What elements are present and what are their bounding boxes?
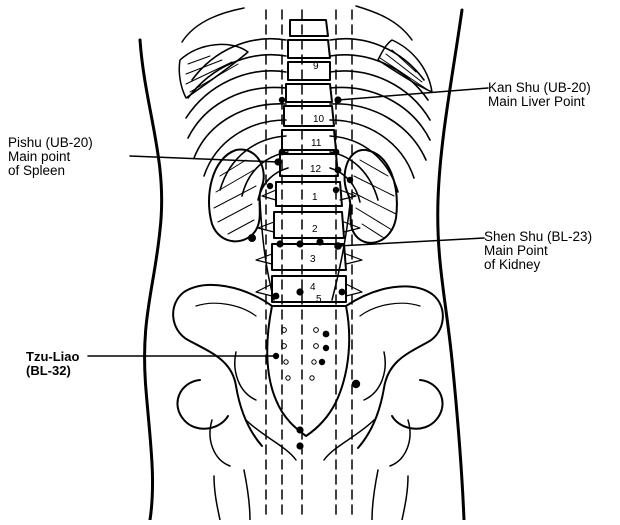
body-outline-left: [140, 40, 162, 520]
vertebra-number: 9: [313, 61, 319, 72]
kan-shu-desc: Main Liver Point: [488, 95, 591, 109]
tzu-liao-label: Tzu-Liao (BL-32): [26, 350, 79, 378]
vertebra-number: 4: [310, 282, 316, 293]
pishu-desc-2: of Spleen: [8, 164, 93, 178]
shen-shu-label: Shen Shu (BL-23) Main Point of Kidney: [484, 230, 592, 272]
pelvis-right: [346, 286, 443, 448]
body-outline-right: [438, 10, 464, 520]
vertebra-number: 2: [312, 224, 318, 235]
kan-shu-label: Kan Shu (UB-20) Main Liver Point: [488, 81, 591, 109]
vertebra-number: 1: [312, 192, 318, 203]
left-ribs: [186, 39, 288, 200]
pishu-title: Pishu (UB-20): [8, 136, 93, 150]
vertebra-number: 10: [313, 114, 325, 125]
shen-shu-title: Shen Shu (BL-23): [484, 230, 592, 244]
tzu-liao-code: (BL-32): [26, 364, 79, 378]
pishu-label: Pishu (UB-20) Main point of Spleen: [8, 136, 93, 178]
spine: [272, 20, 346, 302]
kan-shu-title: Kan Shu (UB-20): [488, 81, 591, 95]
left-hip: [177, 380, 228, 429]
vertebra-number: 5: [316, 294, 322, 305]
shen-shu-desc-1: Main Point: [484, 244, 592, 258]
tzu-liao-title: Tzu-Liao: [26, 350, 79, 364]
sacrum: [267, 306, 349, 436]
vertebra-number: 11: [311, 138, 322, 149]
pishu-desc-1: Main point: [8, 150, 93, 164]
vertebra-number: 3: [310, 254, 316, 265]
shen-shu-desc-2: of Kidney: [484, 258, 592, 272]
meridian-lines: [266, 10, 352, 515]
right-hip: [392, 380, 443, 429]
vertebra-number: 12: [310, 164, 322, 175]
left-kidney: [209, 150, 264, 242]
